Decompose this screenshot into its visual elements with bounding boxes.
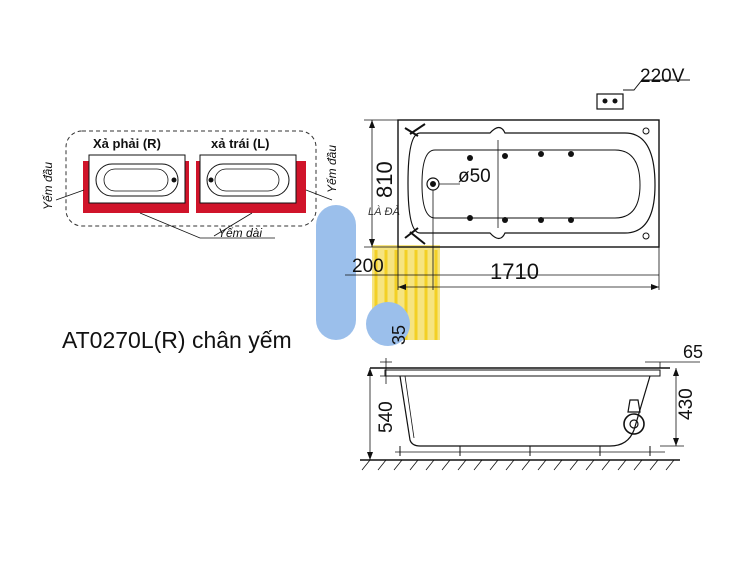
width-dimension: 810 [372,161,397,198]
left-drain-label: xả trái (L) [211,136,270,151]
total-height-dimension: 540 [376,401,397,433]
model-label: AT0270L(R) chân yếm [62,327,292,353]
drain-options-diagram: Xả phải (R) xả trái (L) Yếm đầu Yếm đầu … [41,130,339,240]
watermark-text: LÀ ĐÀ [368,205,400,218]
drain-offset-dimension: 200 [352,256,384,277]
inner-height-dimension: 430 [676,388,697,420]
length-dimension: 1710 [490,259,539,284]
power-box-icon [596,93,624,110]
side-view-drawing [360,358,700,471]
right-drain-label: Xả phải (R) [93,136,161,151]
rim-dimension: 65 [683,342,703,362]
jet-nozzles [467,151,574,223]
top-offset-dimension: 35 [389,325,409,345]
end-skirt-label-left: Yếm đầu [41,162,55,210]
tub-left-drain [196,154,306,213]
power-label: 220V [640,66,685,87]
top-view-drawing [345,79,690,290]
drain-diameter-label: ø50 [458,166,491,187]
watermark-logo: LÀ ĐÀ [316,205,440,346]
end-skirt-label-right: Yếm đầu [325,145,339,193]
drain-fitting-icon [623,413,645,435]
tub-right-drain [83,154,189,213]
long-skirt-label: Yếm dài [218,226,262,240]
